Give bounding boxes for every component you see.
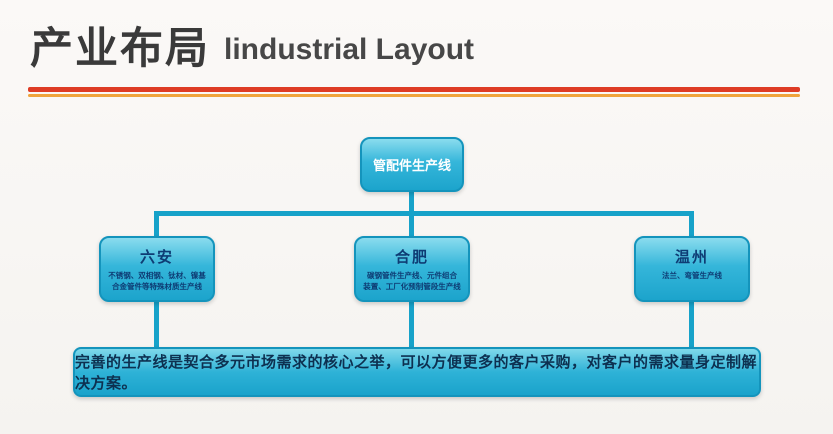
page-title-english: lindustrial Layout — [224, 33, 475, 66]
wenzhou-subtitle: 法兰、弯管生产线 — [662, 271, 722, 280]
node-hefei: 合肥 碳钢管件生产线、元件组合 装置、工厂化预制管段生产线 — [354, 236, 470, 302]
hefei-subtitle: 碳钢管件生产线、元件组合 装置、工厂化预制管段生产线 — [363, 271, 461, 291]
connector-luan-to-banner — [154, 300, 159, 349]
root-node-label: 管配件生产线 — [372, 158, 451, 173]
luan-title: 六安 — [139, 249, 174, 266]
divider-red-line — [28, 87, 800, 92]
page-title-chinese: 产业布局 — [30, 25, 210, 73]
node-pipe-fittings-line: 管配件生产线 — [360, 137, 464, 192]
connector-root-stem — [409, 190, 414, 214]
connector-drop-luan — [154, 211, 159, 238]
luan-subtitle: 不锈钢、双相钢、钛材、镍基 合金管件等特殊材质生产线 — [108, 271, 206, 291]
divider-orange-line — [28, 94, 800, 97]
node-wenzhou: 温州 法兰、弯管生产线 — [634, 236, 750, 302]
summary-banner: 完善的生产线是契合多元市场需求的核心之举，可以方便更多的客户采购，对客户的需求量… — [73, 347, 761, 397]
page-header: 产业布局 lindustrial Layout — [30, 14, 474, 76]
node-luan: 六安 不锈钢、双相钢、钛材、镍基 合金管件等特殊材质生产线 — [99, 236, 215, 302]
connector-drop-hefei — [409, 211, 414, 238]
connector-horizontal-bar — [154, 211, 694, 216]
wenzhou-title: 温州 — [674, 249, 709, 266]
connector-hefei-to-banner — [409, 300, 414, 349]
connector-wenzhou-to-banner — [689, 300, 694, 349]
hefei-title: 合肥 — [394, 249, 429, 266]
connector-drop-wenzhou — [689, 211, 694, 238]
summary-banner-text: 完善的生产线是契合多元市场需求的核心之举，可以方便更多的客户采购，对客户的需求量… — [75, 354, 758, 392]
